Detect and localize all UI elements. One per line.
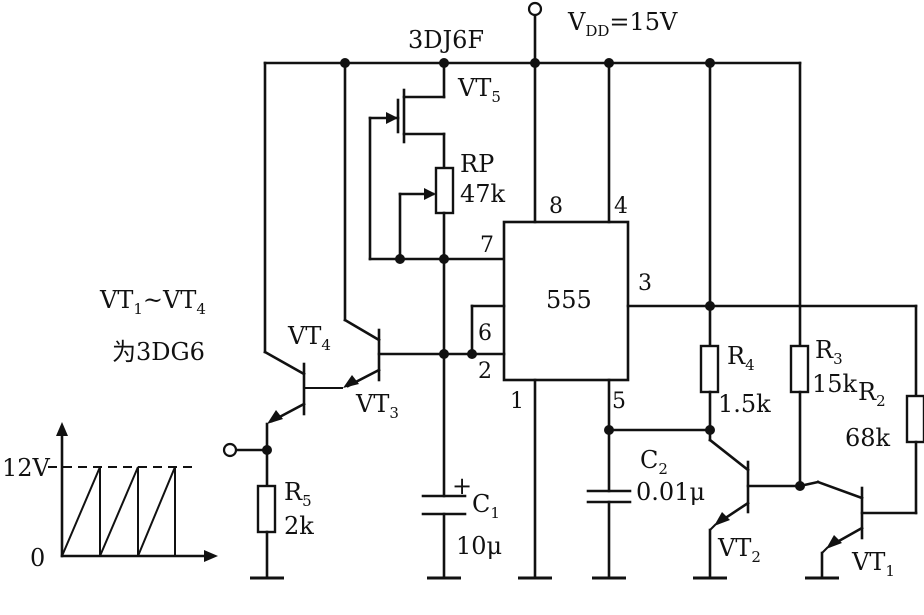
c2-ref-label: C2 bbox=[640, 446, 668, 478]
fet-ref-label: VT5 bbox=[457, 74, 501, 106]
ic-name-label: 555 bbox=[546, 286, 592, 314]
transistor-note-line1: VT1~VT4 bbox=[99, 286, 206, 318]
sawtooth-waveform bbox=[48, 422, 218, 562]
r3-ref-label: R3 bbox=[815, 336, 843, 368]
transistor-vt1 bbox=[798, 480, 864, 580]
fet-type-label: 3DJ6F bbox=[408, 26, 484, 54]
vt1-label: VT1 bbox=[851, 548, 895, 580]
r2-value-label: 68k bbox=[845, 424, 891, 452]
r2-ref-label: R2 bbox=[858, 378, 886, 410]
waveform-zero-label: 0 bbox=[30, 544, 45, 572]
supply-rail bbox=[263, 1, 802, 68]
transistor-vt2 bbox=[693, 438, 802, 580]
c1-plus-label: + bbox=[452, 472, 472, 500]
pin-1-label: 1 bbox=[510, 389, 524, 414]
vt2-label: VT2 bbox=[717, 534, 761, 566]
r5-value-label: 2k bbox=[284, 512, 314, 540]
pin6-pin2-wiring bbox=[377, 257, 506, 498]
r3-value-label: 15k bbox=[812, 370, 858, 398]
r4-ref-label: R4 bbox=[727, 342, 755, 374]
pin-8-label: 8 bbox=[549, 194, 563, 219]
capacitor-c1 bbox=[421, 494, 467, 580]
output-terminal bbox=[222, 442, 238, 458]
ic-555 bbox=[502, 220, 630, 382]
r4-value-label: 1.5k bbox=[718, 390, 771, 418]
capacitor-c2 bbox=[586, 378, 632, 580]
resistor-r5 bbox=[222, 442, 284, 580]
resistor-r4 bbox=[699, 61, 720, 442]
pin-5-label: 5 bbox=[612, 389, 626, 414]
resistor-r3 bbox=[789, 61, 810, 491]
transistor-vt3 bbox=[304, 61, 381, 389]
pin-6-label: 6 bbox=[478, 321, 492, 346]
vt4-label: VT4 bbox=[287, 322, 331, 354]
transistor-note-line2: 为3DG6 bbox=[112, 338, 205, 366]
c1-value-label: 10μ bbox=[456, 532, 502, 560]
supply-terminal bbox=[527, 1, 543, 17]
rp-value-label: 47k bbox=[460, 180, 506, 208]
pin3-output bbox=[626, 301, 918, 398]
pin-2-label: 2 bbox=[478, 359, 492, 384]
pin-7-label: 7 bbox=[480, 233, 494, 258]
supply-label: VDD=15V bbox=[567, 8, 678, 40]
potentiometer-rp bbox=[398, 166, 455, 261]
r5-ref-label: R5 bbox=[284, 478, 312, 510]
fet-vt5 bbox=[368, 61, 446, 261]
rp-ref-label: RP bbox=[460, 150, 494, 178]
transistor-vt4 bbox=[263, 61, 306, 452]
pin-4-label: 4 bbox=[614, 194, 628, 219]
vt3-label: VT3 bbox=[355, 390, 399, 422]
waveform-high-label: 12V bbox=[2, 454, 51, 482]
pin-3-label: 3 bbox=[638, 271, 652, 296]
c2-value-label: 0.01μ bbox=[636, 478, 705, 506]
c1-ref-label: C1 bbox=[472, 490, 500, 522]
resistor-r2 bbox=[860, 394, 924, 515]
